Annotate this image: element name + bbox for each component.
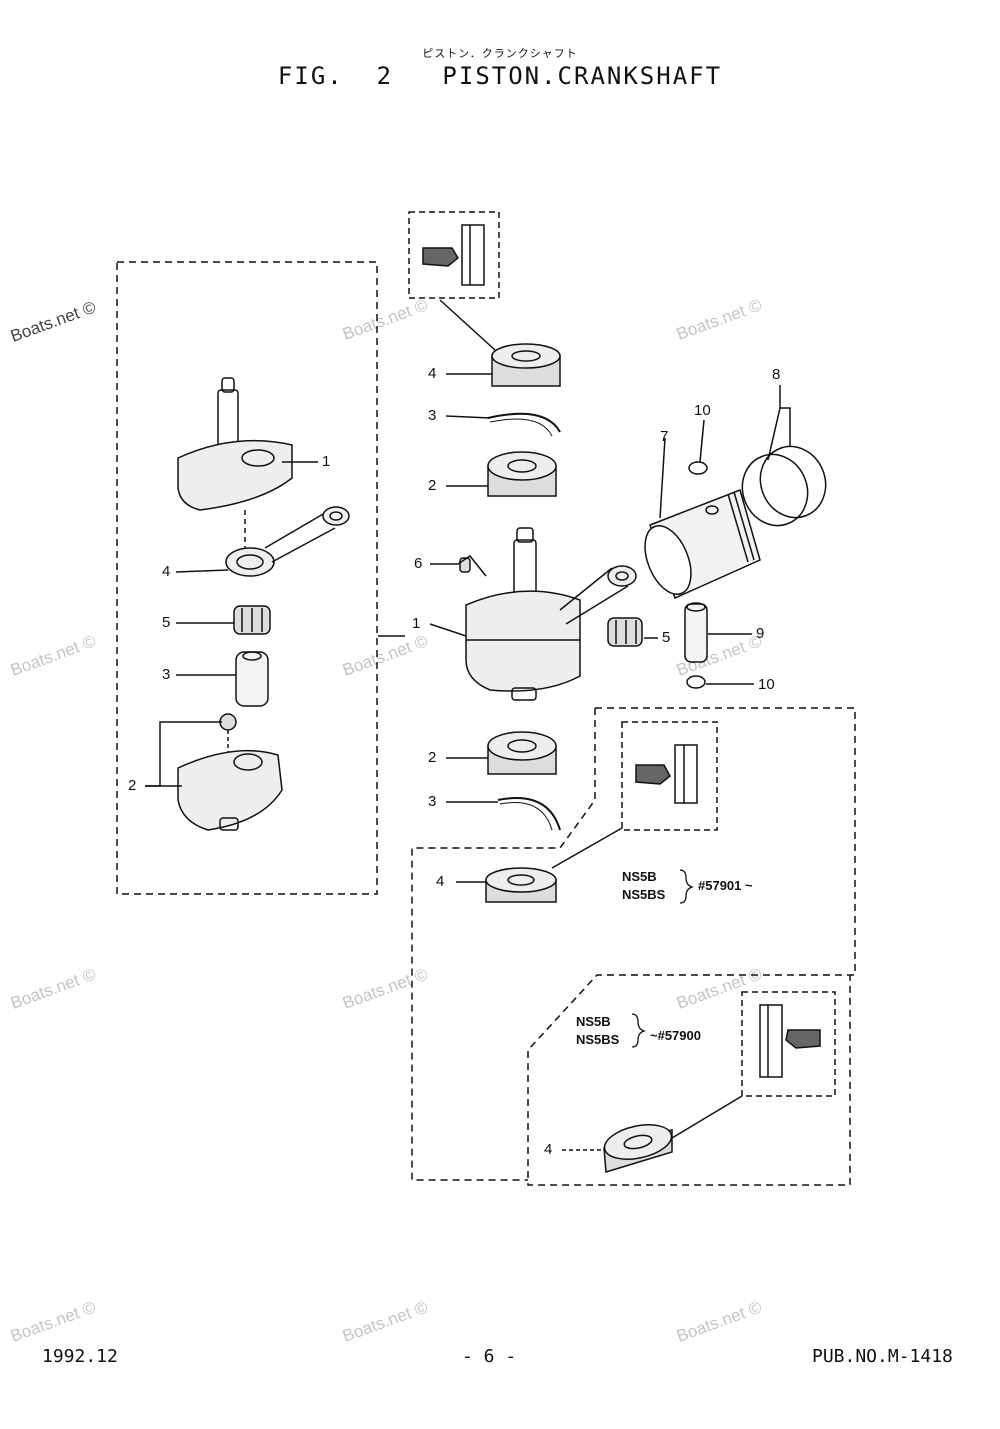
piston-pin [684,602,708,663]
callout-5-needle-bearing: 5 [662,629,671,646]
seal-detail-box-lower [741,991,836,1097]
needle-bearing-right [607,617,643,647]
seal-detail-top [422,224,485,286]
variant-a-model-1: NS5B [622,869,657,884]
snap-ring-top [487,412,561,437]
oil-seal-top [491,343,561,387]
variant-b-model-2: NS5BS [576,1032,620,1047]
callout-1-crankshaft: 1 [412,615,421,632]
callout-8-piston-rings: 8 [772,366,781,383]
footer-date: 1992.12 [42,1346,118,1367]
callout-4-conrod: 4 [162,563,171,580]
callout-3-snap-ring: 3 [428,793,437,810]
callout-3-crank-pin: 3 [162,666,171,683]
callout-6-key: 6 [414,555,423,572]
callout-9-piston-pin: 9 [756,625,765,642]
ball-bearing-bottom [487,731,557,775]
callout-2-crank-half: 2 [128,777,137,794]
callout-10-circlip-top: 10 [694,402,711,419]
variant-box-outer [527,707,856,1186]
circlips [686,461,708,689]
callout-1-crank-half: 1 [322,453,331,470]
variant-a-models: NS5B NS5BS [622,868,665,904]
variant-b-models: NS5B NS5BS [576,1013,619,1049]
callout-4-oil-seal-variant-b: 4 [544,1141,553,1158]
callout-2-ball-bearing: 2 [428,749,437,766]
variant-b-serial: ~#57900 [650,1028,701,1043]
connecting-rod-left [225,506,350,577]
callout-4-oil-seal: 4 [428,365,437,382]
snap-ring-bottom [497,797,561,831]
seal-detail-mid [635,744,698,804]
crank-half-lower [177,713,283,831]
variant-box-left [411,708,596,1181]
callout-7-piston: 7 [660,428,669,445]
callout-4-oil-seal-variant-a: 4 [436,873,445,890]
callout-5-needle-bearing: 5 [162,614,171,631]
crank-half-upper [177,377,293,511]
callout-2-ball-bearing: 2 [428,477,437,494]
needle-bearing-left [233,605,271,635]
crankshaft-assembly-box [116,261,378,895]
seal-detail-lower [759,1004,821,1078]
crank-pin-left [235,651,269,707]
variant-b-model-1: NS5B [576,1014,611,1029]
callout-3-snap-ring: 3 [428,407,437,424]
piston [644,489,761,600]
footer-page-number: - 6 - [462,1346,517,1367]
seal-detail-box-top [408,211,500,299]
piston-rings [741,445,827,527]
footer-publication-number: PUB.NO.M-1418 [812,1346,953,1367]
oil-seal-mid [485,867,557,903]
crankshaft-assembly [465,527,637,701]
oil-seal-lower [603,1124,673,1173]
subtitle-japanese: ピストン．クランクシャフト [422,47,578,60]
figure-title: FIG. 2 PISTON.CRANKSHAFT [277,62,723,90]
callout-10-circlip-bottom: 10 [758,676,775,693]
variant-a-model-2: NS5BS [622,887,666,902]
seal-detail-box-mid [621,721,718,831]
ball-bearing-top [487,451,557,497]
variant-a-serial: #57901 ~ [698,878,753,893]
